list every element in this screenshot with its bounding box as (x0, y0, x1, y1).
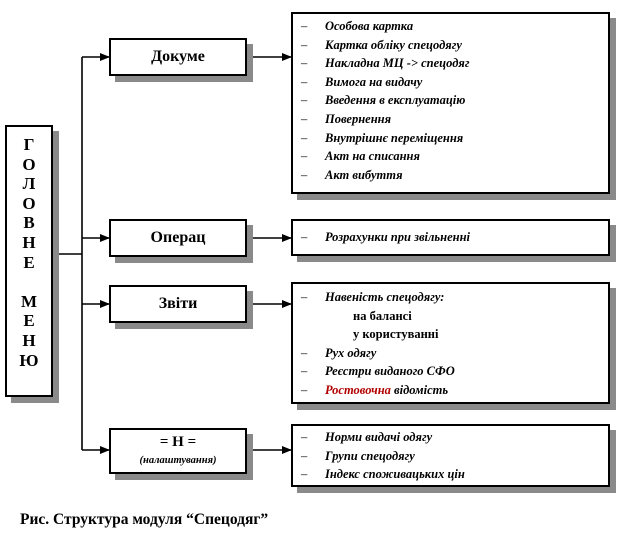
list-item-highlight: Ростовочна (325, 382, 391, 397)
list-item-text: Картка обліку спецодягу (325, 37, 462, 52)
main-menu-letter: Е (23, 311, 35, 331)
list-item: – Накладна МЦ -> спецодяг (301, 54, 469, 73)
main-menu-letter: О (22, 193, 36, 213)
main-menu-letter: Ю (19, 350, 39, 370)
list-item: – Картка обліку спецодягу (301, 36, 469, 55)
bullet-dash: – (301, 230, 308, 244)
list-item-text: у користуванні (353, 327, 439, 342)
list-documents: –Особова картка–Картка обліку спецодягу–… (291, 12, 610, 194)
section-settings-label: = Н = (159, 434, 197, 450)
list-item: – Реєстри виданого СФО (301, 362, 455, 381)
list-item-text: Вимога на видачу (325, 74, 423, 89)
main-menu-letter: В (23, 213, 35, 233)
section-documents-label: Докуме (151, 48, 205, 65)
bullet-dash: – (301, 167, 308, 182)
list-item: – Акт на списання (301, 147, 469, 166)
main-menu-letter: Г (23, 135, 35, 154)
list-item-text: Повернення (325, 111, 392, 126)
list-item-text: Внутрішнє переміщення (325, 130, 464, 145)
bullet-dash: – (301, 467, 308, 482)
bullet-dash: – (301, 149, 308, 164)
bullet-dash: – (301, 448, 308, 463)
main-menu-letter: О (22, 154, 36, 174)
bullet-dash: – (301, 74, 308, 89)
section-operations-label: Операц (150, 229, 206, 246)
list-reports-items: –Навеність спецодягу:–на балансі–у корис… (301, 288, 455, 400)
list-item-text: на балансі (353, 308, 412, 323)
list-item: – Рух одягу (301, 344, 455, 363)
section-reports: Звіти (109, 285, 247, 323)
list-item: – Вимога на видачу (301, 73, 469, 92)
list-item: – Групи спецодягу (301, 447, 465, 466)
bullet-dash: – (301, 430, 308, 444)
list-operations-items: – Розрахунки при звільненні (301, 228, 470, 247)
section-operations: Операц (109, 219, 247, 257)
list-item: – Навеність спецодягу: (301, 288, 455, 307)
section-settings: = Н = (налаштування) (109, 428, 247, 474)
list-item: – Введення в експлуатацію (301, 91, 469, 110)
list-item-text: відомість (390, 382, 449, 397)
list-item-text: Рух одягу (325, 345, 377, 360)
bullet-dash: – (301, 93, 308, 108)
list-documents-items: –Особова картка–Картка обліку спецодягу–… (301, 17, 469, 184)
list-operations: – Розрахунки при звільненні (291, 219, 610, 256)
list-item-text: Індекс споживацьких цін (325, 467, 465, 482)
list-settings: – Норми видачі одягу – Групи спецодягу – Інде… (291, 424, 610, 487)
main-menu-letter: Н (22, 330, 36, 350)
bullet-dash: – (301, 290, 308, 304)
main-menu-letter: Н (22, 232, 36, 252)
figure-caption: Рис. Структура модуля “Спецодяг” (20, 511, 269, 528)
bullet-dash: – (301, 382, 308, 397)
list-item: – Повернення (301, 110, 469, 129)
bullet-dash: – (301, 111, 308, 126)
list-item-text: Реєстри виданого СФО (325, 364, 455, 379)
list-item: – Особова картка (301, 17, 469, 36)
bullet-dash: – (301, 130, 308, 145)
bullet-dash: – (301, 19, 308, 33)
list-item-text: Акт вибуття (325, 167, 403, 182)
main-menu-letter: Е (23, 252, 35, 272)
list-item: –у користуванні (301, 325, 455, 344)
list-item: – Акт вибуття (301, 166, 469, 185)
section-settings-sublabel: (налаштування) (139, 455, 217, 466)
list-item-text: Норми видачі одягу (325, 430, 433, 444)
section-documents: Докуме (109, 38, 247, 76)
list-item-text: Акт на списання (325, 149, 420, 164)
list-item: –на балансі (301, 307, 455, 326)
list-item-text: Групи спецодягу (325, 448, 415, 463)
main-menu-letter (7, 272, 51, 292)
list-reports: –Навеність спецодягу:–на балансі–у корис… (291, 282, 610, 404)
main-menu-letter: Л (22, 174, 36, 194)
bullet-dash: – (301, 345, 308, 360)
list-item-text: Накладна МЦ -> спецодяг (325, 56, 470, 71)
list-item: – Ростовочна відомість (301, 381, 455, 400)
section-reports-label: Звіти (158, 295, 198, 312)
list-settings-items: – Норми видачі одягу – Групи спецодягу – Інде… (301, 428, 465, 484)
list-item-text: Особова картка (325, 19, 414, 33)
bullet-dash: – (301, 37, 308, 52)
list-item: – Індекс споживацьких цін (301, 465, 465, 484)
list-item: – Норми видачі одягу (301, 428, 465, 447)
list-item-text: Введення в експлуатацію (325, 93, 466, 108)
list-item: – Розрахунки при звільненні (301, 228, 470, 247)
list-item-text: Навеність спецодягу: (325, 290, 445, 304)
bullet-dash: – (301, 364, 308, 379)
main-menu-letter: М (20, 291, 38, 311)
bullet-dash: – (301, 56, 308, 71)
list-item: – Внутрішнє переміщення (301, 129, 469, 148)
list-item-text: Розрахунки при звільненні (325, 230, 470, 244)
